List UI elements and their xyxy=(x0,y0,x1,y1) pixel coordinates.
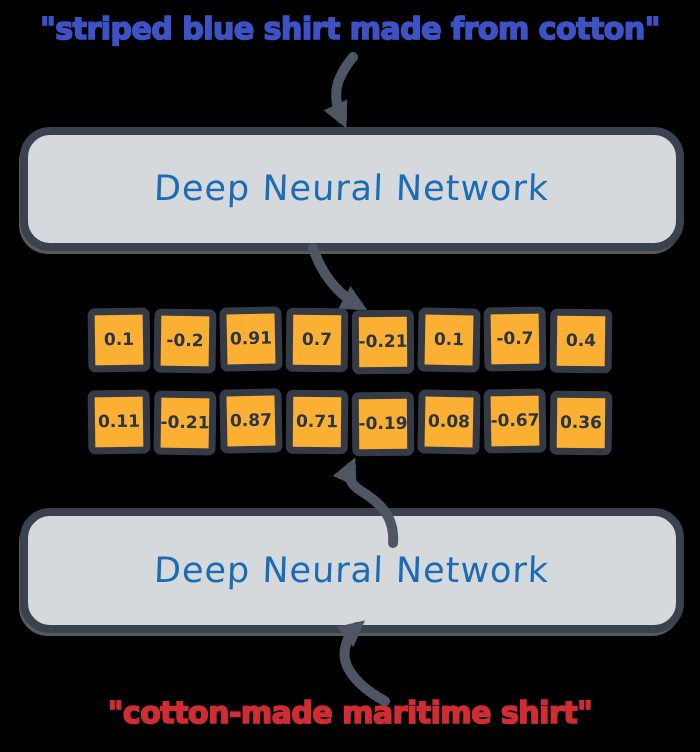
arrow-input-to-encoder-icon xyxy=(323,52,358,129)
arrow-output-to-decoder-icon xyxy=(336,620,390,706)
embedding-cell: -0.7 xyxy=(483,306,547,372)
embedding-cell: -0.2 xyxy=(153,308,217,374)
embedding-cell: -0.19 xyxy=(351,391,415,457)
embedding-row-1: 0.1 -0.2 0.91 0.7 -0.21 0.1 -0.7 0.4 xyxy=(87,306,613,375)
embedding-cell: 0.7 xyxy=(285,307,349,373)
embedding-cell: 0.11 xyxy=(87,389,151,455)
decoder-box: Deep Neural Network xyxy=(20,508,684,633)
embedding-cell: 0.1 xyxy=(417,307,481,373)
decoder-label: Deep Neural Network xyxy=(153,550,551,591)
output-text-caption: "cotton-made maritime shirt" xyxy=(107,695,594,732)
encoder-label: Deep Neural Network xyxy=(153,169,551,209)
encoder-box: Deep Neural Network xyxy=(20,127,684,251)
embedding-cell: -0.21 xyxy=(153,390,217,456)
embedding-cell: 0.87 xyxy=(219,388,283,454)
embedding-cell: 0.4 xyxy=(549,308,613,374)
embedding-cell: 0.08 xyxy=(417,389,481,455)
embedding-cell: -0.21 xyxy=(351,309,415,375)
embedding-cell: 0.91 xyxy=(219,306,283,372)
embedding-cell: 0.71 xyxy=(285,389,349,455)
embedding-cell: 0.36 xyxy=(549,390,613,456)
input-text-caption: "striped blue shirt made from cotton" xyxy=(39,11,661,48)
embedding-cell: -0.67 xyxy=(483,388,547,454)
arrow-encoder-to-embedding-icon xyxy=(308,243,368,310)
embedding-row-2: 0.11 -0.21 0.87 0.71 -0.19 0.08 -0.67 0.… xyxy=(87,388,613,457)
embedding-cell: 0.1 xyxy=(87,307,151,373)
